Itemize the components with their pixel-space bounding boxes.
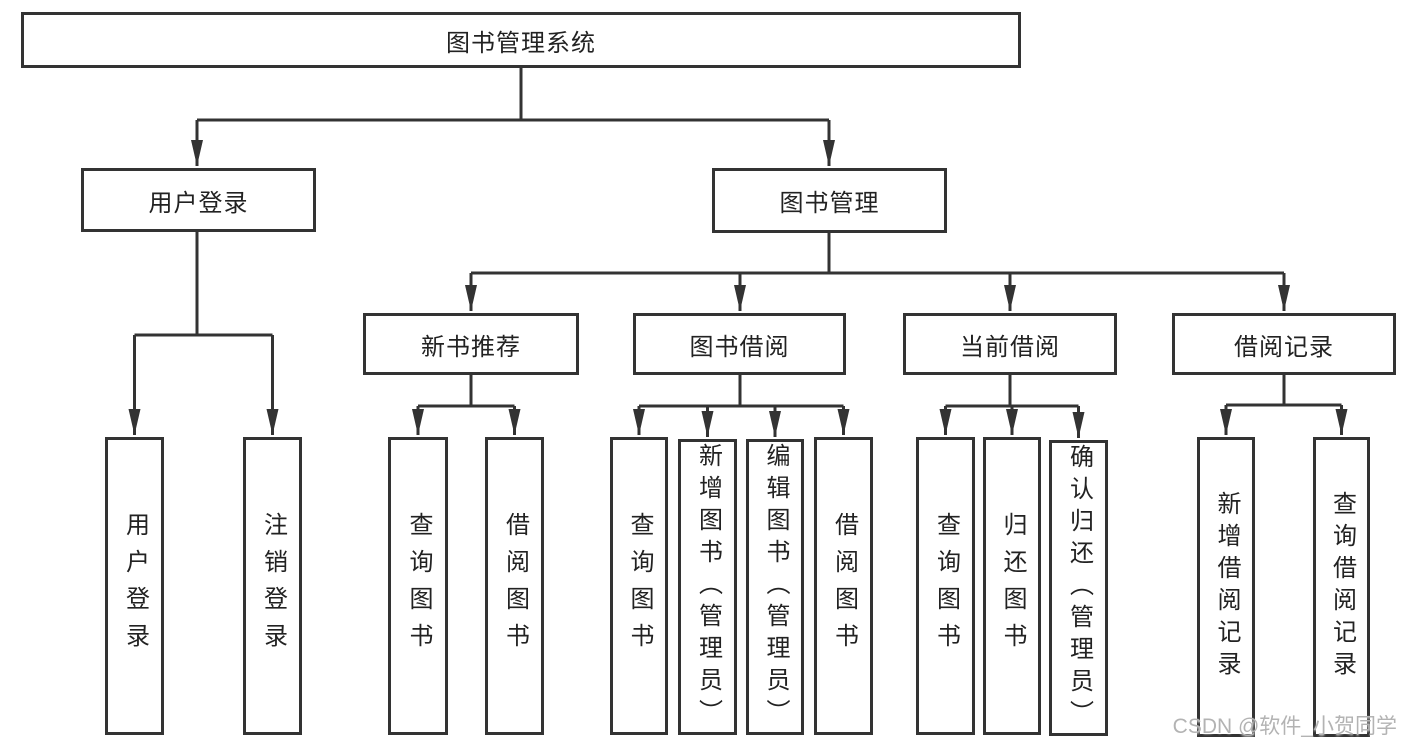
node-label: 归还图书 (999, 512, 1026, 660)
node-book-management: 图书管理 (712, 168, 947, 233)
node-leaf-borrow-books: 借阅图书 (814, 437, 873, 735)
node-label: 当前借阅 (960, 333, 1060, 361)
node-leaf-borrow-books-recommend: 借阅图书 (485, 437, 544, 735)
node-label: 借阅图书 (830, 512, 858, 660)
node-label: 新增图书（管理员） (694, 443, 722, 731)
node-new-book-recommendation: 新书推荐 (363, 313, 579, 375)
node-label: 图书管理 (779, 190, 880, 217)
node-book-borrowing: 图书借阅 (633, 313, 846, 375)
node-leaf-query-books-current: 查询图书 (916, 437, 975, 735)
node-leaf-query-books-borrow: 查询图书 (610, 437, 668, 735)
node-leaf-user-login: 用户登录 (105, 437, 164, 735)
node-label: 查询借阅记录 (1328, 491, 1356, 683)
node-label: 新书推荐 (421, 333, 521, 361)
node-label: 查询图书 (932, 512, 960, 660)
node-label: 借阅图书 (501, 512, 529, 660)
node-leaf-query-borrow-record: 查询借阅记录 (1313, 437, 1370, 737)
node-label: 编辑图书（管理员） (762, 443, 789, 731)
node-library-management-system: 图书管理系统 (21, 12, 1021, 68)
csdn-watermark: CSDN @软件_小贺同学 (1172, 715, 1397, 738)
node-leaf-edit-books-admin: 编辑图书（管理员） (746, 439, 804, 735)
node-leaf-logout: 注销登录 (243, 437, 302, 735)
node-label: 查询图书 (405, 512, 432, 660)
node-leaf-add-books-admin: 新增图书（管理员） (678, 439, 737, 735)
node-label: 确认归还（管理员） (1065, 444, 1093, 732)
node-leaf-query-books-recommend: 查询图书 (388, 437, 448, 735)
node-label: 图书管理系统 (446, 29, 596, 57)
node-label: 图书借阅 (689, 333, 790, 361)
node-leaf-add-borrow-record: 新增借阅记录 (1197, 437, 1255, 737)
node-label: 借阅记录 (1234, 333, 1334, 361)
node-current-borrowing: 当前借阅 (903, 313, 1117, 375)
node-leaf-confirm-return-admin: 确认归还（管理员） (1049, 440, 1108, 736)
node-label: 用户登录 (121, 512, 149, 660)
node-borrowing-records: 借阅记录 (1172, 313, 1396, 375)
node-label: 查询图书 (626, 512, 653, 660)
node-leaf-return-books: 归还图书 (983, 437, 1041, 735)
node-user-login-branch: 用户登录 (81, 168, 316, 232)
node-label: 用户登录 (148, 189, 249, 217)
node-label: 注销登录 (259, 512, 287, 660)
node-label: 新增借阅记录 (1213, 491, 1240, 683)
